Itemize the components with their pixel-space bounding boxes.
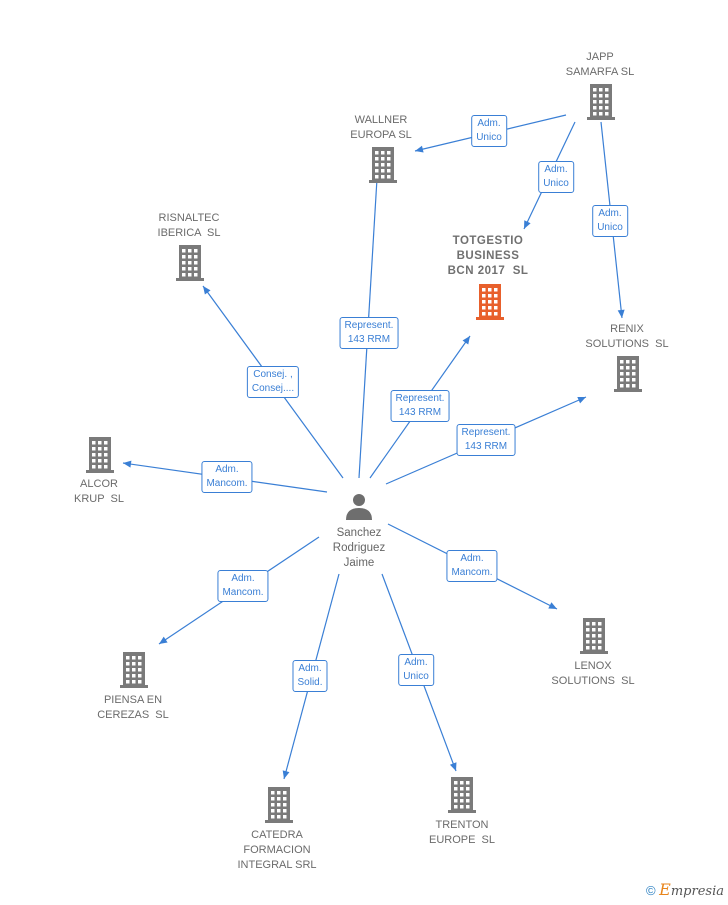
company-label-catedra[interactable]: CATEDRA FORMACION INTEGRAL SRL	[237, 829, 317, 871]
building-icon-lenox	[580, 618, 608, 654]
company-label-wallner[interactable]: WALLNER EUROPA SL	[350, 114, 412, 141]
copyright-symbol: ©	[645, 883, 656, 898]
edge-label-e7[interactable]: Represent. 143 RRM	[456, 424, 516, 456]
empresia-footer: © Empresia	[646, 880, 724, 899]
company-label-japp[interactable]: JAPP SAMARFA SL	[565, 51, 635, 78]
arrowhead-e12	[449, 762, 457, 771]
building-icon-renix	[614, 356, 642, 392]
company-label-piensa[interactable]: PIENSA EN CEREZAS SL	[97, 694, 169, 721]
edge-label-e5[interactable]: Consej. , Consej....	[246, 366, 300, 398]
edge-label-e10[interactable]: Adm. Mancom.	[217, 570, 269, 602]
arrowhead-e6	[462, 336, 470, 345]
arrowhead-e8	[123, 460, 132, 468]
brand-name: mpresia	[670, 884, 724, 899]
arrowhead-e5	[203, 286, 211, 295]
edge-label-e3[interactable]: Adm. Unico	[592, 205, 628, 237]
company-label-trenton[interactable]: TRENTON EUROPE SL	[428, 819, 496, 846]
company-label-totgestio[interactable]: TOTGESTIO BUSINESS BCN 2017 SL	[447, 235, 529, 277]
edge-label-e2[interactable]: Adm. Unico	[538, 161, 574, 193]
building-icon-wallner	[369, 147, 397, 183]
edge-label-e9[interactable]: Adm. Mancom.	[446, 550, 498, 582]
company-label-risnaltec[interactable]: RISNALTEC IBERICA SL	[157, 212, 221, 239]
person-icon[interactable]	[346, 494, 372, 520]
building-icon-piensa	[120, 652, 148, 688]
building-icon-risnaltec	[176, 245, 204, 281]
building-icon-totgestio	[476, 284, 504, 320]
edge-label-e8[interactable]: Adm. Mancom.	[201, 461, 253, 493]
arrowhead-e3	[617, 309, 625, 318]
company-label-lenox[interactable]: LENOX SOLUTIONS SL	[551, 660, 635, 687]
edge-label-e12[interactable]: Adm. Unico	[398, 654, 434, 686]
building-icon-trenton	[448, 777, 476, 813]
edge-label-e1[interactable]: Adm. Unico	[471, 115, 507, 147]
edge-label-e11[interactable]: Adm. Solid.	[292, 660, 328, 692]
edge-label-e6[interactable]: Represent. 143 RRM	[390, 390, 450, 422]
arrowhead-e10	[159, 636, 168, 644]
building-icon-alcor	[86, 437, 114, 473]
building-icon-japp	[587, 84, 615, 120]
arrowhead-e11	[282, 770, 290, 779]
arrowhead-e7	[577, 396, 586, 404]
company-label-renix[interactable]: RENIX SOLUTIONS SL	[585, 323, 669, 350]
building-icon-catedra	[265, 787, 293, 823]
arrowhead-e1	[415, 145, 424, 153]
company-label-alcor[interactable]: ALCOR KRUP SL	[74, 478, 124, 505]
edge-label-e4[interactable]: Represent. 143 RRM	[339, 317, 399, 349]
person-label[interactable]: Sanchez Rodriguez Jaime	[332, 527, 386, 569]
arrowhead-e2	[524, 220, 531, 229]
brand-initial: E	[659, 880, 671, 899]
arrowhead-e9	[548, 602, 557, 609]
